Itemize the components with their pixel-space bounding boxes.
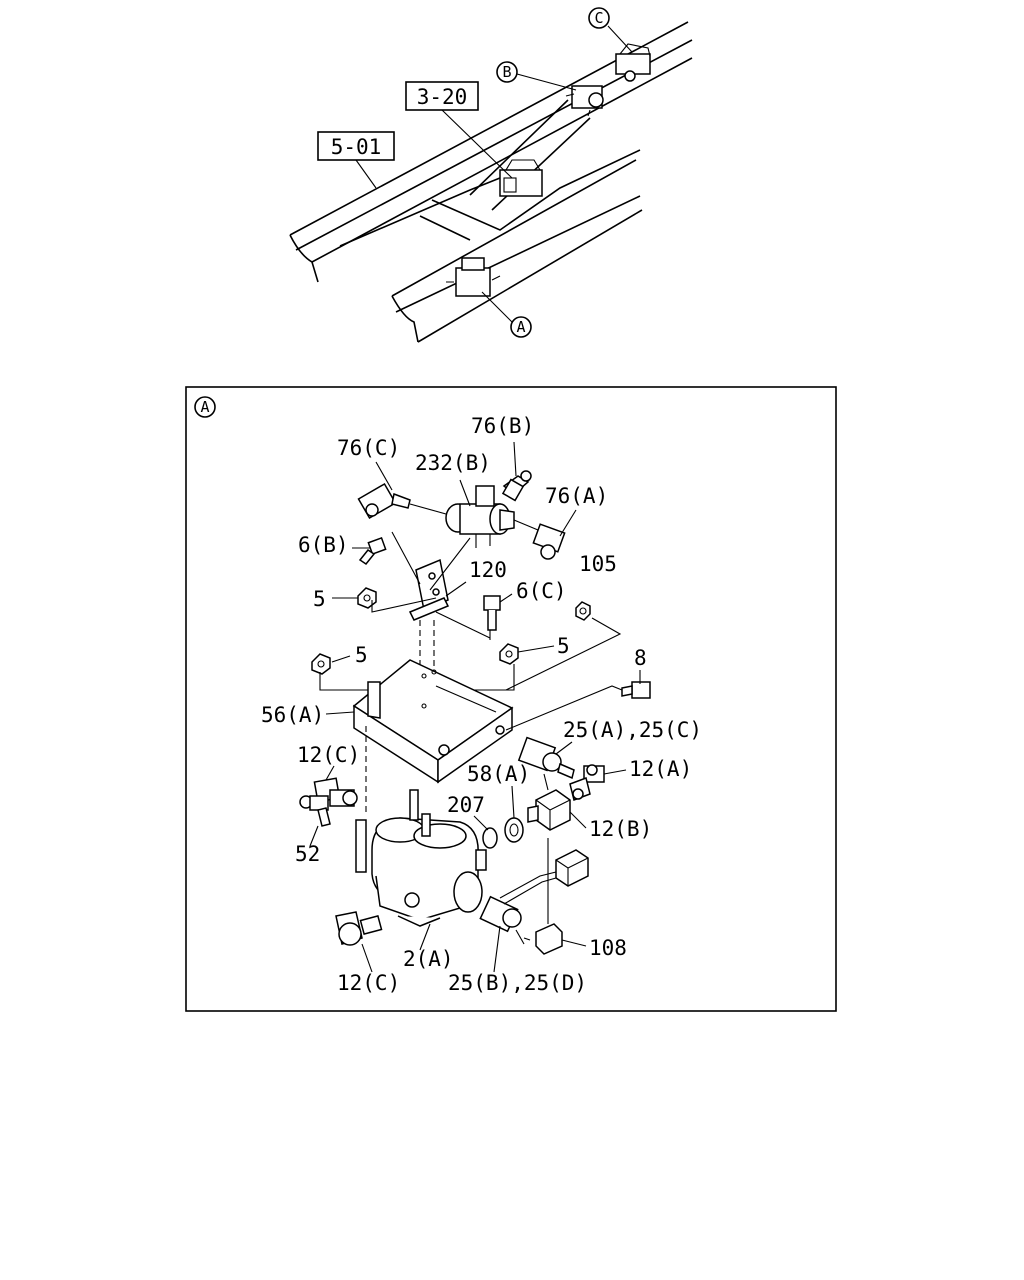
bolt-8 (505, 681, 651, 731)
bolt-6c (483, 595, 501, 640)
label-12b: 12(B) (589, 817, 652, 841)
callout-c-label: C (594, 9, 603, 27)
nut-5-b (499, 643, 519, 665)
label-5-b: 5 (557, 634, 570, 658)
nut-5-a (357, 587, 377, 609)
frame-component-c (615, 43, 651, 82)
label-76b: 76(B) (471, 414, 534, 438)
sensor-25bd (479, 871, 557, 945)
callout-c (588, 7, 610, 29)
bracket-120 (391, 531, 471, 621)
detail-a-border (185, 386, 837, 1012)
callout-a-label: A (516, 318, 525, 336)
fitting-76b (501, 470, 532, 502)
detail-a-marker (194, 396, 216, 418)
frame-component-center (499, 159, 543, 197)
label-5-c: 5 (355, 643, 368, 667)
label-105: 105 (579, 552, 617, 576)
fitting-76a (513, 519, 566, 560)
label-6c: 6(C) (516, 579, 567, 603)
label-12c-top: 12(C) (297, 743, 360, 767)
label-56a: 56(A) (261, 703, 324, 727)
callout-a (510, 316, 532, 338)
label-232b: 232(B) (415, 451, 491, 475)
reference-box-5-01-label: 5-01 (331, 135, 382, 159)
valve-body-2a (355, 789, 487, 927)
reference-box-3-20-label: 3-20 (417, 85, 468, 109)
detail-a-marker-label: A (200, 398, 209, 416)
label-2a: 2(A) (403, 947, 454, 971)
label-12c-bottom: 12(C) (337, 971, 400, 995)
fitting-12a (569, 764, 605, 801)
label-58a: 58(A) (467, 762, 530, 786)
label-8: 8 (634, 646, 647, 670)
tee-232b (445, 485, 515, 548)
frame-component-a (446, 257, 501, 297)
label-76c: 76(C) (337, 436, 400, 460)
sensor-25ac (517, 736, 575, 791)
label-207: 207 (447, 793, 485, 817)
callout-b-label: B (502, 63, 511, 81)
connector-108 (523, 838, 589, 955)
label-25ac: 25(A),25(C) (563, 718, 702, 742)
nut-105 (505, 601, 622, 691)
connector-12b (527, 789, 571, 831)
label-12a: 12(A) (629, 757, 692, 781)
nut-5-c (311, 653, 331, 675)
frame-component-b (565, 85, 604, 117)
label-6b: 6(B) (298, 533, 349, 557)
seal-58a (504, 817, 524, 843)
callout-b (496, 61, 518, 83)
bolt-6b (358, 537, 387, 566)
ring-207 (482, 827, 498, 849)
label-52: 52 (295, 842, 320, 866)
chassis-frame-view: C B A 3-20 5-01 (289, 7, 693, 343)
label-76a: 76(A) (545, 484, 608, 508)
fitting-76c (357, 482, 447, 520)
fitting-52 (299, 795, 331, 827)
label-120: 120 (469, 558, 507, 582)
detail-a-panel: A (185, 386, 837, 1012)
label-108: 108 (589, 936, 627, 960)
elbow-12c-bottom (335, 911, 383, 946)
mounting-plate-56a (352, 659, 514, 812)
label-25bd: 25(B),25(D) (448, 971, 587, 995)
label-5-a: 5 (313, 587, 326, 611)
